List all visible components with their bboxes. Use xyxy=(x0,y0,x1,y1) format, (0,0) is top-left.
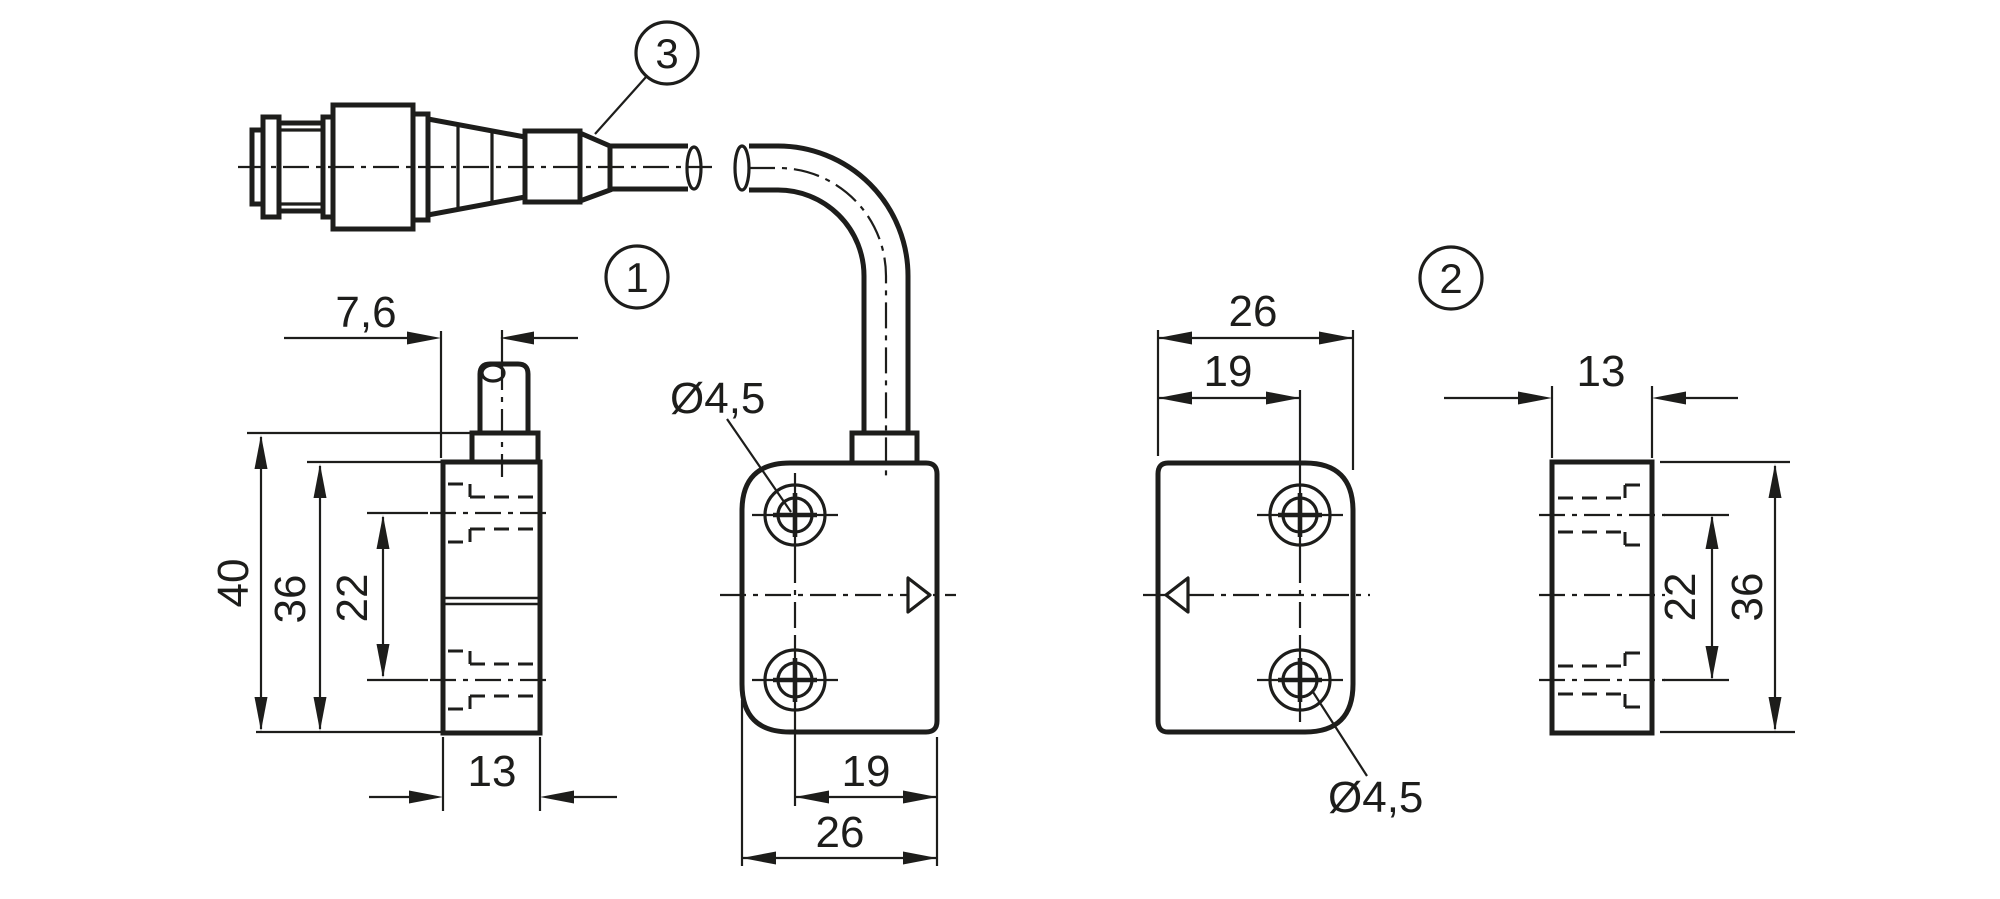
item1-front-gland xyxy=(849,430,920,463)
dim-item2-hole-to-edge: 19 xyxy=(1204,347,1253,396)
arrowhead xyxy=(254,697,268,731)
dim-item1-hole-to-edge: 19 xyxy=(842,747,891,796)
item2-front-view: 26 19 Ø4,5 xyxy=(1143,287,1423,822)
item1-side-seam xyxy=(443,596,540,606)
arrowhead xyxy=(376,644,390,678)
cable-stub xyxy=(610,143,688,192)
arrowhead xyxy=(376,515,390,549)
item2-side-view: 13 22 36 xyxy=(1444,347,1795,736)
item2-front-body xyxy=(1155,460,1356,735)
dim-item2-depth: 13 xyxy=(1577,347,1626,396)
dim-item1-width: 26 xyxy=(816,808,865,857)
cable xyxy=(733,143,911,478)
arrowhead xyxy=(903,851,937,865)
arrowhead xyxy=(1158,391,1192,405)
callout-1-label: 1 xyxy=(625,254,648,301)
dim-item1-overall-height: 40 xyxy=(209,559,258,608)
arrowhead xyxy=(742,851,776,865)
arrowhead xyxy=(1158,331,1192,345)
arrowhead xyxy=(313,464,327,498)
arrowhead xyxy=(254,435,268,469)
label-item1-hole-diameter: Ø4,5 xyxy=(670,374,765,423)
cable-centerline xyxy=(749,166,888,478)
dim-item2-body-height: 36 xyxy=(1723,573,1772,622)
mounting-hole xyxy=(752,473,838,557)
callout-2-label: 2 xyxy=(1439,255,1462,302)
arrowhead xyxy=(1768,697,1782,731)
arrowhead xyxy=(540,790,574,804)
dim-item2-hole-spacing: 22 xyxy=(1656,573,1705,622)
arrowhead xyxy=(313,697,327,731)
item1-side-cable-stub xyxy=(477,361,531,433)
sensing-face-marker-left xyxy=(1164,576,1190,614)
mounting-hole xyxy=(752,638,838,722)
dim-item1-depth: 13 xyxy=(468,747,517,796)
arrowhead xyxy=(407,331,441,345)
arrowhead xyxy=(1652,391,1686,405)
arrowhead xyxy=(1705,646,1719,680)
arrowhead xyxy=(1518,391,1552,405)
item2-side-body xyxy=(1549,459,1655,736)
callout-3-leader xyxy=(594,76,647,135)
mounting-hole xyxy=(1257,638,1343,722)
arrowhead xyxy=(1705,515,1719,549)
arrowhead xyxy=(795,790,829,804)
item1-front-body xyxy=(739,460,940,735)
dim-item1-hole-spacing-side: 22 xyxy=(328,574,377,623)
connector-plug xyxy=(238,102,712,232)
dim-item1-cable-offset: 7,6 xyxy=(335,288,396,337)
callout-3-circle xyxy=(634,20,700,86)
dim-item1-body-height: 36 xyxy=(266,575,315,624)
cable-break-end xyxy=(685,145,703,191)
arrowhead xyxy=(409,790,443,804)
callout-1-circle xyxy=(604,244,670,310)
label-item2-hole-diameter: Ø4,5 xyxy=(1328,773,1423,822)
item1-side-view: 7,6 40 36 22 13 xyxy=(209,288,617,811)
cable-break-start xyxy=(733,144,751,192)
item1-side-body xyxy=(440,459,543,736)
callout-3-label: 3 xyxy=(655,30,678,77)
leader-line xyxy=(726,418,792,513)
arrowhead xyxy=(500,331,534,345)
arrowhead xyxy=(1266,391,1300,405)
mounting-hole xyxy=(1257,473,1343,557)
leader-line xyxy=(1312,691,1368,777)
callout-2-circle xyxy=(1418,245,1484,311)
sensing-face-marker-right xyxy=(906,576,932,614)
arrowhead xyxy=(1319,331,1353,345)
item1-front-view: Ø4,5 19 26 xyxy=(670,374,956,866)
arrowhead xyxy=(903,790,937,804)
callouts: 1 2 3 xyxy=(594,20,1484,311)
item1-side-gland xyxy=(469,430,541,462)
arrowhead xyxy=(1768,464,1782,498)
dim-item2-width: 26 xyxy=(1229,287,1278,336)
